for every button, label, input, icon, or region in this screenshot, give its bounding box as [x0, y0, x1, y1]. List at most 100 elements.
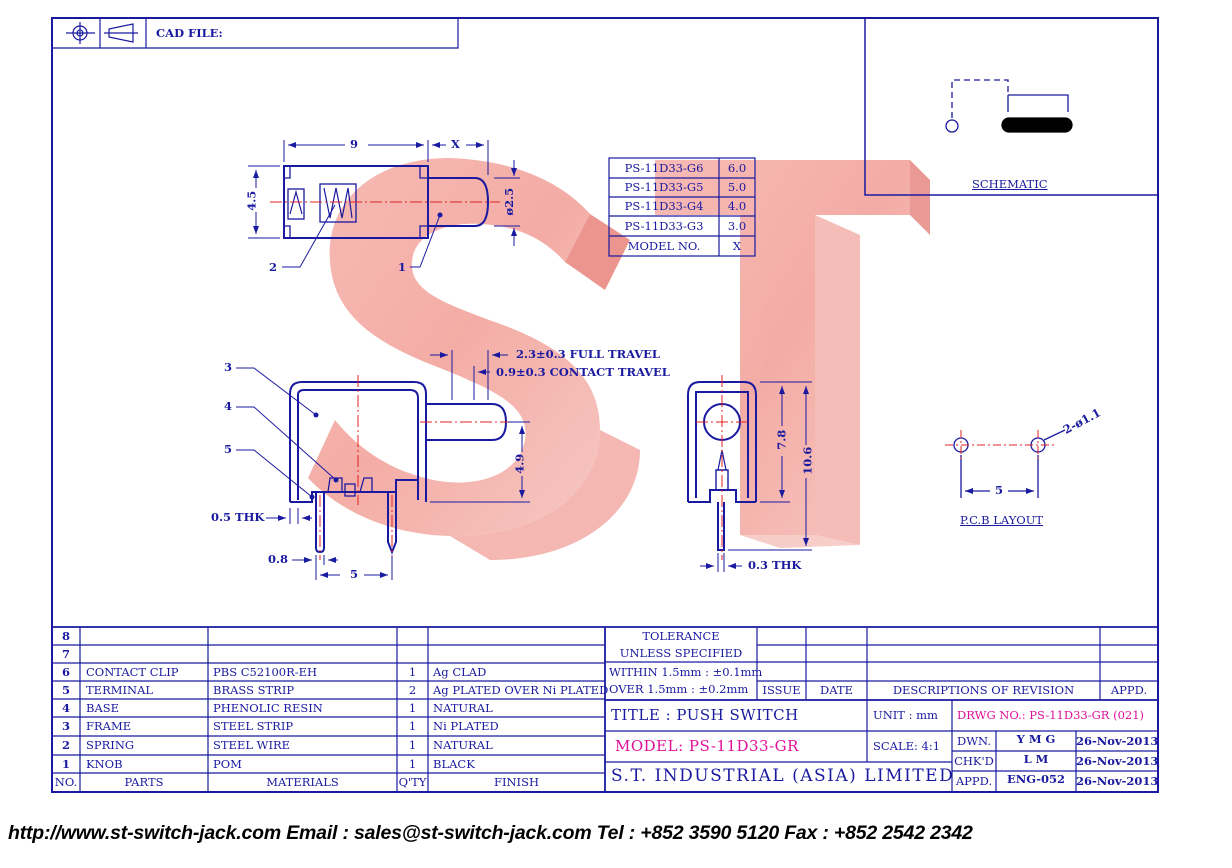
bom-finish-3: Ni PLATED — [433, 719, 499, 733]
side-view-dimensions — [236, 350, 530, 580]
bom-header-no: NO. — [54, 775, 78, 789]
callout-1: 1 — [398, 260, 407, 274]
bom-qty-5: 2 — [408, 683, 417, 697]
unless-specified-label: UNLESS SPECIFIED — [619, 646, 743, 660]
model-x-3: 4.0 — [727, 199, 747, 213]
callout-3: 3 — [224, 360, 233, 374]
bom-no-6: 6 — [61, 665, 70, 679]
bom-material-4: PHENOLIC RESIN — [213, 701, 323, 715]
appd-label: APPD. — [955, 774, 993, 788]
bom-finish-5: Ag PLATED OVER Ni PLATED — [433, 683, 609, 697]
dim-0-5-thk: 0.5 THK — [211, 510, 265, 524]
contact-travel-label: 0.9±0.3 CONTACT TRAVEL — [496, 365, 670, 379]
bom-no-2: 2 — [61, 738, 70, 752]
bom-no-3: 3 — [61, 719, 70, 733]
callout-2: 2 — [269, 260, 278, 274]
model-row-1: PS-11D33-G6 — [624, 161, 704, 175]
pcb-layout-label: P.C.B LAYOUT — [960, 513, 1044, 527]
callout-4: 4 — [224, 399, 233, 413]
model-header-x: X — [732, 239, 742, 253]
issue-header: ISSUE — [762, 683, 801, 697]
dim-10-6: 10.6 — [800, 446, 815, 475]
unit-label: UNIT : mm — [873, 708, 938, 722]
model-number: MODEL: PS-11D33-GR — [615, 737, 799, 755]
drawing-title: TITLE : PUSH SWITCH — [611, 706, 799, 724]
contact-footer: http://www.st-switch-jack.com Email : sa… — [8, 822, 973, 844]
dim-0-8: 0.8 — [268, 552, 289, 566]
dim-4-9: 4.9 — [512, 453, 527, 474]
dim-pcb-5: 5 — [995, 483, 1004, 497]
bom-finish-4: NATURAL — [433, 701, 493, 715]
dim-7-8: 7.8 — [774, 429, 789, 450]
bom-part-6: CONTACT CLIP — [86, 665, 179, 679]
date-header: DATE — [820, 683, 853, 697]
watermark-st — [308, 158, 930, 560]
bom-material-3: STEEL STRIP — [213, 719, 294, 733]
scale-label: SCALE: 4:1 — [873, 739, 941, 753]
company-name: S.T. INDUSTRIAL (ASIA) LIMITED — [611, 766, 955, 786]
dwn-date: 26-Nov-2013 — [1076, 734, 1159, 748]
appd-name: ENG-052 — [1006, 772, 1066, 786]
bom-material-6: PBS C52100R-EH — [213, 665, 318, 679]
bom-part-3: FRAME — [86, 719, 132, 733]
cad-file-label: CAD FILE: — [156, 26, 223, 40]
bom-no-4: 4 — [61, 701, 70, 715]
model-x-4: 3.0 — [727, 219, 747, 233]
bom-no-5: 5 — [61, 683, 70, 697]
top-view-drawing — [283, 165, 490, 239]
bom-qty-6: 1 — [408, 665, 417, 679]
bom-no-7: 7 — [61, 647, 70, 661]
bom-table-grid — [52, 626, 1158, 792]
chkd-label: CHK'D — [954, 754, 994, 768]
dim-9: 9 — [350, 137, 359, 151]
bom-material-5: BRASS STRIP — [213, 683, 295, 697]
bom-part-5: TERMINAL — [86, 683, 154, 697]
bom-part-2: SPRING — [86, 738, 135, 752]
bom-qty-2: 1 — [408, 738, 417, 752]
tolerance-label: TOLERANCE — [642, 629, 720, 643]
bom-material-1: POM — [213, 757, 242, 771]
bom-qty-3: 1 — [408, 719, 417, 733]
tolerance-within: WITHIN 1.5mm : ±0.1mm — [609, 665, 763, 679]
dim-0-3-thk: 0.3 THK — [748, 558, 802, 572]
dim-4-5: 4.5 — [244, 190, 259, 211]
dim-5-pins: 5 — [350, 567, 359, 581]
model-x-2: 5.0 — [727, 180, 747, 194]
bom-no-8: 8 — [61, 629, 70, 643]
appd-date: 26-Nov-2013 — [1076, 774, 1159, 788]
dim-dia-2-5: ø2.5 — [502, 187, 517, 216]
bom-part-1: KNOB — [86, 757, 123, 771]
bom-finish-1: BLACK — [433, 757, 475, 771]
model-header: MODEL NO. — [627, 239, 701, 253]
drawing-number: DRWG NO.: PS-11D33-GR (021) — [957, 708, 1145, 722]
model-table-grid — [608, 157, 756, 257]
projection-symbol-icon — [66, 22, 138, 44]
bom-finish-6: Ag CLAD — [433, 665, 487, 679]
descriptions-header: DESCRIPTIONS OF REVISION — [892, 683, 1075, 697]
model-row-4: PS-11D33-G3 — [624, 219, 704, 233]
bom-header-qty: Q'TY — [398, 775, 427, 789]
appd-header: APPD. — [1110, 683, 1148, 697]
bom-no-1: 1 — [61, 757, 70, 771]
schematic-symbol — [945, 79, 1073, 133]
dwn-label: DWN. — [956, 734, 992, 748]
full-travel-label: 2.3±0.3 FULL TRAVEL — [516, 347, 660, 361]
schematic-label: SCHEMATIC — [972, 177, 1048, 191]
dwn-name: Y M G — [1016, 732, 1056, 746]
bom-qty-4: 1 — [408, 701, 417, 715]
model-x-1: 6.0 — [727, 161, 747, 175]
callout-5: 5 — [224, 442, 233, 456]
tolerance-over: OVER 1.5mm : ±0.2mm — [609, 682, 749, 696]
chkd-name: L M — [1023, 752, 1049, 766]
bom-header-materials: MATERIALS — [266, 775, 339, 789]
bom-header-finish: FINISH — [493, 775, 540, 789]
bom-qty-1: 1 — [408, 757, 417, 771]
bom-part-4: BASE — [86, 701, 120, 715]
chkd-date: 26-Nov-2013 — [1076, 754, 1159, 768]
model-row-3: PS-11D33-G4 — [624, 199, 704, 213]
dim-x: X — [451, 137, 460, 151]
top-view-dimensions — [248, 140, 520, 268]
model-row-2: PS-11D33-G5 — [624, 180, 704, 194]
